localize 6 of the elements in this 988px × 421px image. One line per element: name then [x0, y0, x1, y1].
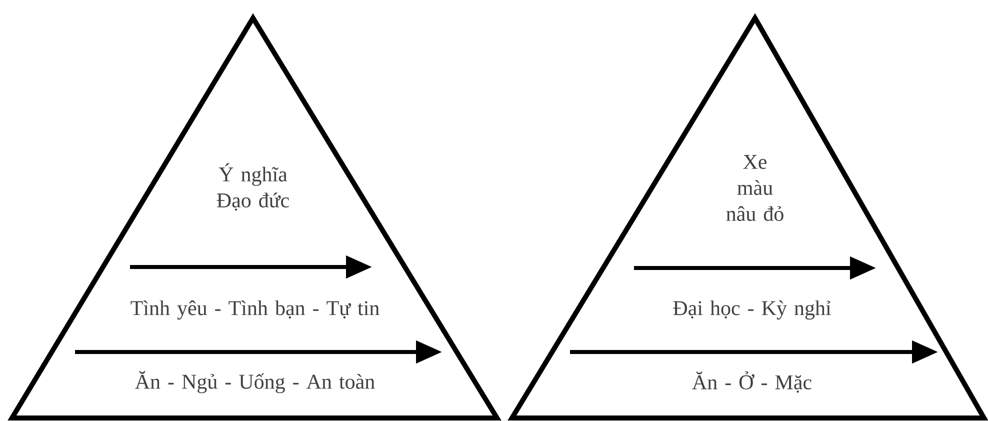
pyramid-text: Tình yêu - Tình bạn - Tự tin	[130, 300, 380, 320]
pyramid-text: Ý nghĩa Đạo đức	[216, 163, 289, 211]
pyramid-text: Ăn - Ở - Mặc	[692, 371, 812, 393]
pyramid-text: Xe màu nâu đỏ	[726, 155, 784, 221]
pyramid-text: Ăn - Ngủ - Uống - An toàn	[135, 370, 375, 394]
pyramid-text: Đại học - Kỳ nghỉ	[673, 300, 831, 320]
